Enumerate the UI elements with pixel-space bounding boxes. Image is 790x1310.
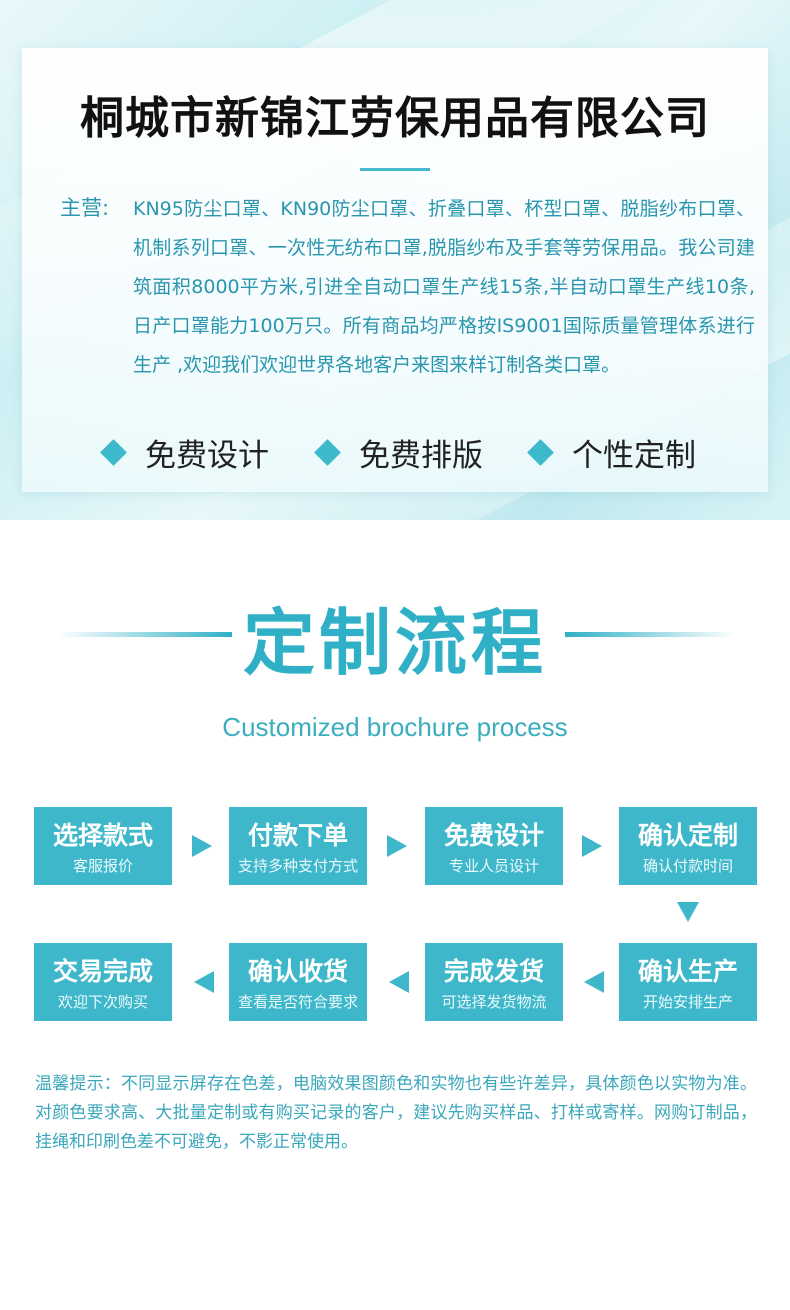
step-confirm-production: 确认生产 开始安排生产 <box>619 943 757 1021</box>
arrow-left-icon <box>584 971 604 993</box>
step-confirm-receipt: 确认收货 查看是否符合要求 <box>229 943 367 1021</box>
arrow-left-icon <box>194 971 214 993</box>
company-title: 桐城市新锦江劳保用品有限公司 <box>80 93 710 144</box>
diamond-icon <box>100 438 127 466</box>
step-desc: 客服报价 <box>72 857 133 875</box>
arrow-left-icon <box>389 971 409 993</box>
step-desc: 确认付款时间 <box>642 857 733 875</box>
step-desc: 开始安排生产 <box>642 993 733 1011</box>
step-select-style: 选择款式 客服报价 <box>34 807 172 885</box>
section-title-line-right <box>565 632 735 637</box>
feature-free-layout: 免费排版 <box>314 432 483 474</box>
step-free-design: 免费设计 专业人员设计 <box>425 807 563 885</box>
arrow-right-icon <box>192 835 212 857</box>
feature-custom: 个性定制 <box>527 432 696 474</box>
step-desc: 专业人员设计 <box>448 857 539 875</box>
main-business-text: KN95防尘口罩、KN90防尘口罩、折叠口罩、杯型口罩、脱脂纱布口罩、机制系列口… <box>133 198 755 376</box>
step-complete: 交易完成 欢迎下次购买 <box>34 943 172 1021</box>
feature-label: 免费排版 <box>359 437 483 474</box>
feature-label: 个性定制 <box>572 437 696 474</box>
step-title: 确认定制 <box>637 821 738 850</box>
title-divider <box>360 168 430 171</box>
step-desc: 支持多种支付方式 <box>237 857 358 875</box>
diamond-icon <box>527 438 554 466</box>
feature-free-design: 免费设计 <box>100 432 269 474</box>
main-business-label: 主营: <box>60 196 110 220</box>
diamond-icon <box>314 438 341 466</box>
step-desc: 欢迎下次购买 <box>57 993 148 1011</box>
step-desc: 可选择发货物流 <box>441 993 547 1011</box>
intro-card <box>22 48 768 492</box>
arrow-right-icon <box>582 835 602 857</box>
arrow-right-icon <box>387 835 407 857</box>
process-title: 定制流程 <box>242 601 547 685</box>
step-title: 确认收货 <box>247 957 348 986</box>
step-title: 完成发货 <box>443 957 544 986</box>
arrow-down-icon <box>677 902 699 922</box>
step-pay-order: 付款下单 支持多种支付方式 <box>229 807 367 885</box>
step-desc: 查看是否符合要求 <box>237 993 358 1011</box>
step-title: 付款下单 <box>247 821 348 850</box>
feature-label: 免费设计 <box>145 437 269 474</box>
step-confirm-custom: 确认定制 确认付款时间 <box>619 807 757 885</box>
step-title: 免费设计 <box>443 821 544 850</box>
step-title: 确认生产 <box>637 957 738 986</box>
step-title: 选择款式 <box>52 821 153 850</box>
step-ship: 完成发货 可选择发货物流 <box>425 943 563 1021</box>
section-title-line-left <box>58 632 232 637</box>
warm-notice: 温馨提示：不同显示屏存在色差，电脑效果图颜色和实物也有些许差异，具体颜色以实物为… <box>35 1074 757 1152</box>
process-subtitle: Customized brochure process <box>222 712 568 742</box>
step-title: 交易完成 <box>52 957 153 986</box>
